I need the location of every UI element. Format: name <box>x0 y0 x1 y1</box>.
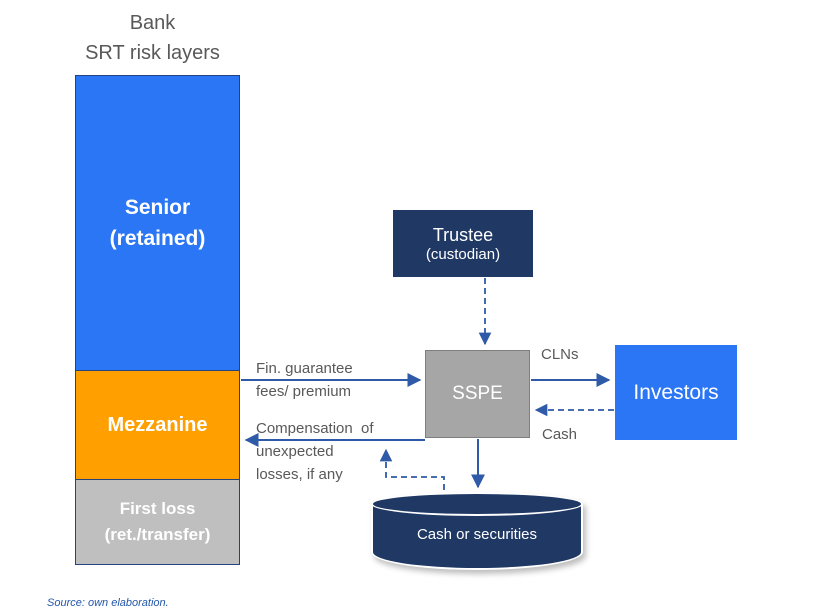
cylinder-top-ellipse <box>371 492 583 516</box>
clns-flow-label: CLNs <box>541 346 579 363</box>
source-note: Source: own elaboration. <box>47 597 169 609</box>
segment-senior-label: Senior (retained) <box>109 196 206 250</box>
page-title: Bank SRT risk layers <box>85 12 220 64</box>
cash-store-label: Cash or securities <box>416 526 538 543</box>
cash-flow-label: Cash <box>542 426 578 443</box>
arrow-cash-store-to-compensation-dashed <box>379 448 445 490</box>
compensation-flow-label: Compensation of unexpected losses, if an… <box>256 420 374 483</box>
cash-store-cylinder: Cash or securities <box>371 492 583 570</box>
segment-mezzanine-label: Mezzanine <box>107 413 208 436</box>
sspe-label: SSPE <box>452 383 503 404</box>
trustee-title: Trustee <box>432 224 494 245</box>
sspe-box: SSPE <box>425 350 530 438</box>
segment-first-loss: First loss (ret./transfer) <box>76 480 239 564</box>
cylinder-body <box>371 504 583 570</box>
investors-label: Investors <box>633 380 719 404</box>
risk-layer-bar: Senior (retained) Mezzanine First loss (… <box>75 75 240 565</box>
fees-flow-label: Fin. guarantee fees/ premium <box>256 360 353 400</box>
trustee-box: Trustee (custodian) <box>393 210 533 277</box>
trustee-subtitle: (custodian) <box>425 245 501 263</box>
investors-box: Investors <box>615 345 737 440</box>
segment-first-loss-label: First loss (ret./transfer) <box>104 499 211 544</box>
segment-mezzanine: Mezzanine <box>76 370 239 480</box>
segment-senior: Senior (retained) <box>76 76 239 370</box>
